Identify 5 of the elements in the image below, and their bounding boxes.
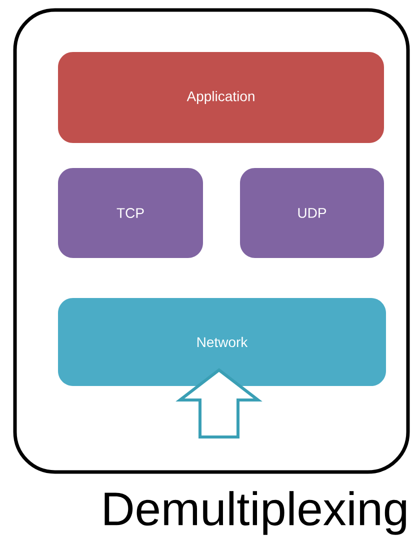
frame-label: Demultiplexing <box>104 491 406 535</box>
layer-box: Application <box>58 52 384 143</box>
layer-box: TCP <box>58 168 203 258</box>
layer-box: Network <box>58 298 386 386</box>
layer-box: UDP <box>240 168 384 258</box>
